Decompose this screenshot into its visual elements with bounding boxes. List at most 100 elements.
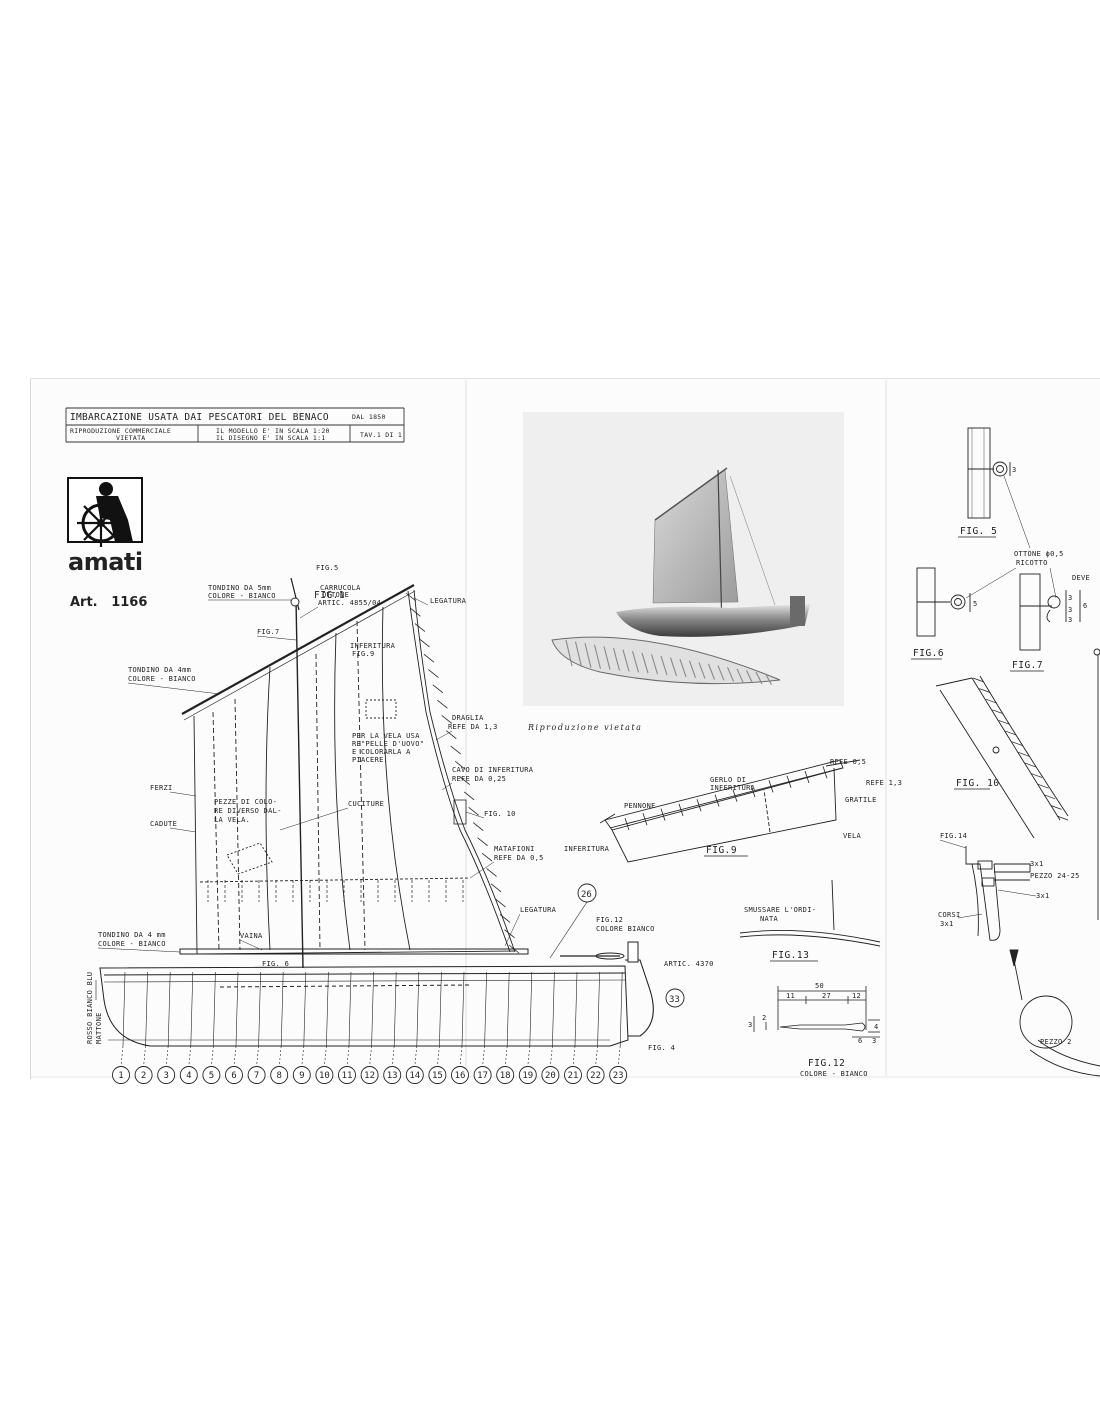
fig7-title: FIG.7 [1012,660,1043,671]
frame-number-11: 11 [338,1066,356,1084]
label-tondino4-boom-color: COLORE - BIANCO [98,940,166,948]
fig12-title: FIG.12 [808,1058,845,1069]
frame-number-15: 15 [428,1066,447,1084]
dim-h2: 2 [762,1014,767,1022]
frame-number-16: 16 [451,1066,469,1084]
label-cuciture: CUCITURE [348,800,384,808]
fig14-label-b: 3x1 [1036,892,1050,900]
label-draglia: DRAGLIA [452,714,484,722]
fig7-dim-4: 6 [1083,602,1088,610]
label-matafioni: MATAFIONI [494,845,535,853]
logo-text: amati [68,548,143,576]
label-fig13-1: SMUSSARE L'ORDI- [744,906,816,914]
fig6-title: FIG.6 [913,648,944,659]
dim-total: 50 [815,982,824,990]
label-sail-note-2: RE"PELLE D'UOVO" [352,740,424,748]
notice-line-2: VIETATA [116,434,146,442]
label-tondino5-color: COLORE - BIANCO [208,592,276,600]
label-fig12-ref: FIG.12 [596,916,623,924]
fig14-label-a: 3x1 [1030,860,1044,868]
svg-text:15: 15 [432,1071,443,1081]
label-matafioni-refe: REFE DA 0,5 [494,854,544,862]
scale-model: IL MODELLO E' IN SCALA 1:20 [216,427,330,435]
svg-text:4: 4 [186,1071,191,1081]
label-draglia-refe: REFE DA 1,3 [448,723,498,731]
fig7-dim-3: 3 [1068,616,1073,624]
frame-number-3: 3 [157,1066,176,1084]
article-number: Art. 1166 [70,595,147,610]
edge-fragment [1009,648,1100,1077]
frame-number-19: 19 [518,1066,537,1084]
fig5-title: FIG. 5 [960,526,997,537]
fig7-dim-1: 3 [1068,594,1073,602]
fig1-labels: FIG.1 FIG.5 TONDINO DA 5mm COLORE - BIAN… [86,564,713,1052]
fig14-section [965,846,1031,941]
svg-text:17: 17 [477,1071,488,1081]
fig7-dim-2: 3 [1068,606,1073,614]
label-tondino5: TONDINO DA 5mm [208,584,271,592]
fig1-sail-plan [179,577,529,969]
frame-number-20: 20 [541,1066,560,1084]
fig12-subtitle: COLORE - BIANCO [800,1070,868,1078]
fig6-eyebolt [916,567,971,637]
frame-number-9: 9 [292,1066,311,1084]
frame-number-23: 23 [609,1066,628,1084]
fig14-label-pezzo: PEZZO 24-25 [1030,872,1080,880]
dim-h3: 4 [874,1023,879,1031]
label-legatura-top: LEGATURA [430,597,467,605]
fig9-yard-detail [599,759,861,863]
label-refe05: REFE 0,5 [830,758,866,766]
frame-number-4: 4 [179,1066,198,1084]
model-photo [523,412,844,706]
label-pezze-2: RE DIVERSO DAL- [214,807,282,815]
fig1-leaders [97,597,521,953]
frame-number-10: 10 [315,1066,334,1084]
label-sail-note-3: E COLORARLA A [352,748,411,756]
title-text: IMBARCAZIONE USATA DAI PESCATORI DEL BEN… [70,412,329,423]
photo-caption: Riproduzione vietata [527,723,642,732]
frame-number-2: 2 [134,1066,153,1084]
label-inferitura: INFERITURA [350,642,396,650]
label-inferitura-fig: FIG.9 [352,650,375,658]
frame-number-21: 21 [564,1066,582,1084]
dim-d2: 3 [872,1037,877,1045]
fig7-label: DEVE [1072,574,1090,582]
label-gerlo-inferitura: INFERITURA [710,784,756,792]
fig1-title: FIG.1 [314,590,345,601]
label-carrucola-material: OTTONE [322,591,349,599]
svg-text:19: 19 [522,1071,533,1081]
fig9-title: FIG.9 [706,845,737,856]
frame-number-8: 8 [270,1066,289,1084]
fig14-label-corsi: CORSI [938,911,961,919]
label-fig13-2: NATA [760,915,779,923]
fig10-title: FIG. 10 [956,778,1000,789]
svg-text:16: 16 [455,1071,466,1081]
label-ferzi: FERZI [150,784,173,792]
label-fig4-ref: FIG. 4 [648,1044,675,1052]
fig1-hull-profile [95,941,654,1067]
label-tondino4-color: COLORE - BIANCO [128,675,196,683]
frame-number-6: 6 [225,1066,243,1084]
dim-h1: 3 [748,1021,753,1029]
svg-text:22: 22 [590,1071,601,1081]
label-pezze-1: PEZZE DI COLO- [214,798,277,806]
label-vela: VELA [843,832,862,840]
label-pennone: PENNONE [624,802,656,810]
fig10-leech-detail [935,675,1069,839]
fig5-dim: 3 [1012,466,1017,474]
label-sail-note-4: PIACERE. [352,756,388,764]
label-tondino4-boom: TONDINO DA 4 mm [98,931,166,939]
label-fig6-ref: FIG. 6 [262,960,289,968]
label-legatura-bottom: LEGATURA [520,906,557,914]
dim-d1: 6 [858,1037,863,1045]
frame-number-22: 22 [586,1066,605,1084]
label-sail-note-1: PER LA VELA USA [352,732,420,740]
svg-text:11: 11 [342,1071,353,1081]
label-tondino4: TONDINO DA 4mm [128,666,191,674]
callout-33 [665,988,685,1008]
svg-text:5: 5 [209,1071,214,1081]
dim-a: 11 [786,992,795,1000]
svg-text:3: 3 [163,1071,168,1081]
svg-text:9: 9 [299,1071,304,1081]
fig13-title: FIG.13 [772,950,809,961]
